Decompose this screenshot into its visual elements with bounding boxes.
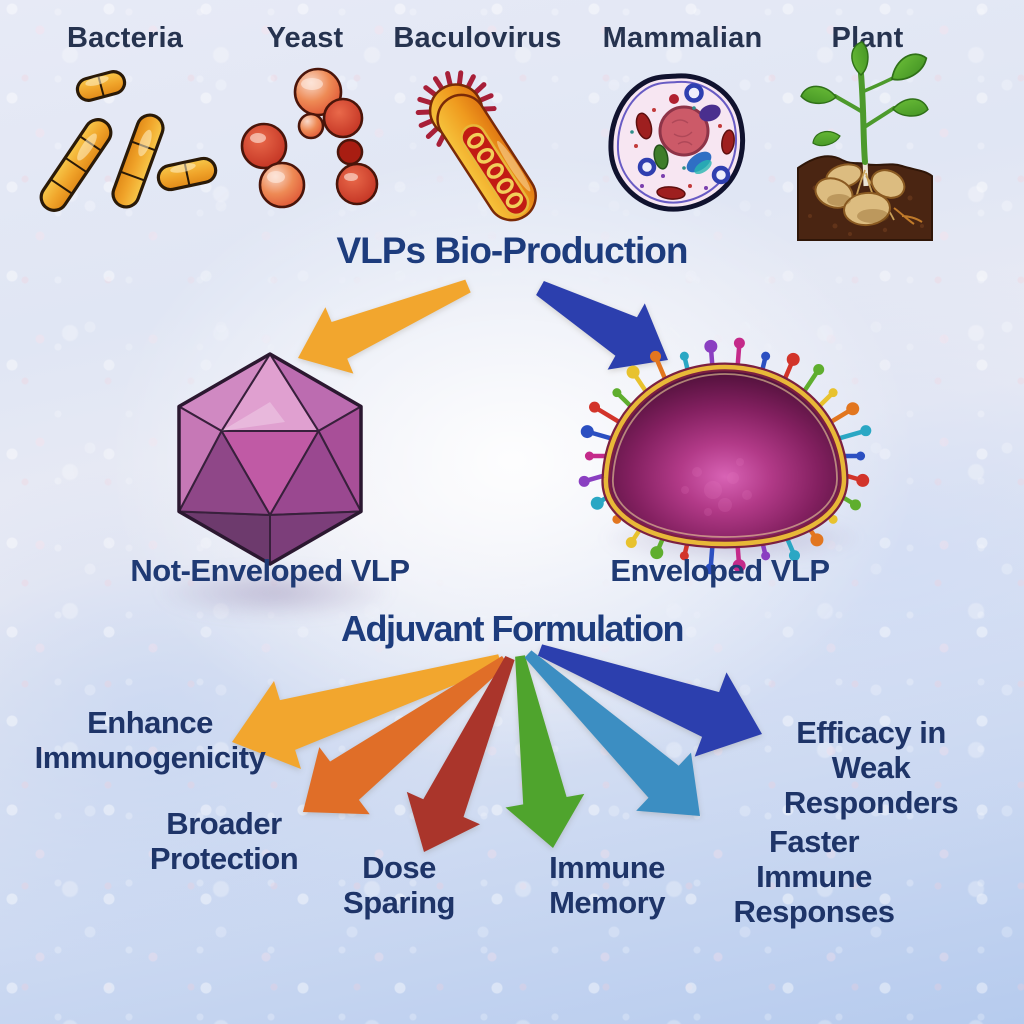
arrow-dose-sparing bbox=[406, 656, 515, 852]
arrow-efficacy-weak-responders bbox=[537, 644, 762, 757]
system-label-yeast: Yeast bbox=[266, 22, 344, 54]
yeast-icon bbox=[240, 67, 379, 209]
benefit-label-efficacy-weak-responders: Efficacy in Weak Responders bbox=[783, 715, 959, 821]
benefit-label-immune-memory: Immune Memory bbox=[549, 850, 665, 921]
enveloped-vlp-label: Enveloped VLP bbox=[610, 553, 830, 588]
adjuvant-formulation-title: Adjuvant Formulation bbox=[341, 608, 685, 649]
system-label-plant: Plant bbox=[831, 22, 904, 54]
arrow-broader-protection bbox=[303, 656, 508, 815]
bio-production-title: VLPs Bio-Production bbox=[336, 230, 689, 271]
enveloped-vlp-icon bbox=[578, 337, 872, 575]
benefit-label-faster-immune-responses: Faster Immune Responses bbox=[733, 824, 895, 930]
benefit-label-dose-sparing: Dose Sparing bbox=[343, 850, 455, 921]
arrow-faster-immune-responses bbox=[524, 650, 700, 816]
arrow-enhance-immunogenicity bbox=[232, 654, 502, 769]
benefit-label-enhance-immunogenicity: Enhance Immunogenicity bbox=[34, 705, 266, 776]
system-label-baculovirus: Baculovirus bbox=[393, 22, 562, 54]
mammalian-cell-icon bbox=[608, 73, 746, 212]
system-label-bacteria: Bacteria bbox=[66, 22, 184, 54]
arrow-immune-memory bbox=[505, 655, 585, 848]
system-label-mammalian: Mammalian bbox=[602, 22, 763, 54]
plant-icon bbox=[797, 39, 933, 241]
non-enveloped-vlp-icon bbox=[177, 352, 363, 566]
baculovirus-icon bbox=[415, 70, 537, 222]
bacteria-icon bbox=[39, 70, 218, 212]
not-enveloped-vlp-label: Not-Enveloped VLP bbox=[130, 553, 410, 588]
benefit-label-broader-protection: Broader Protection bbox=[149, 806, 299, 877]
